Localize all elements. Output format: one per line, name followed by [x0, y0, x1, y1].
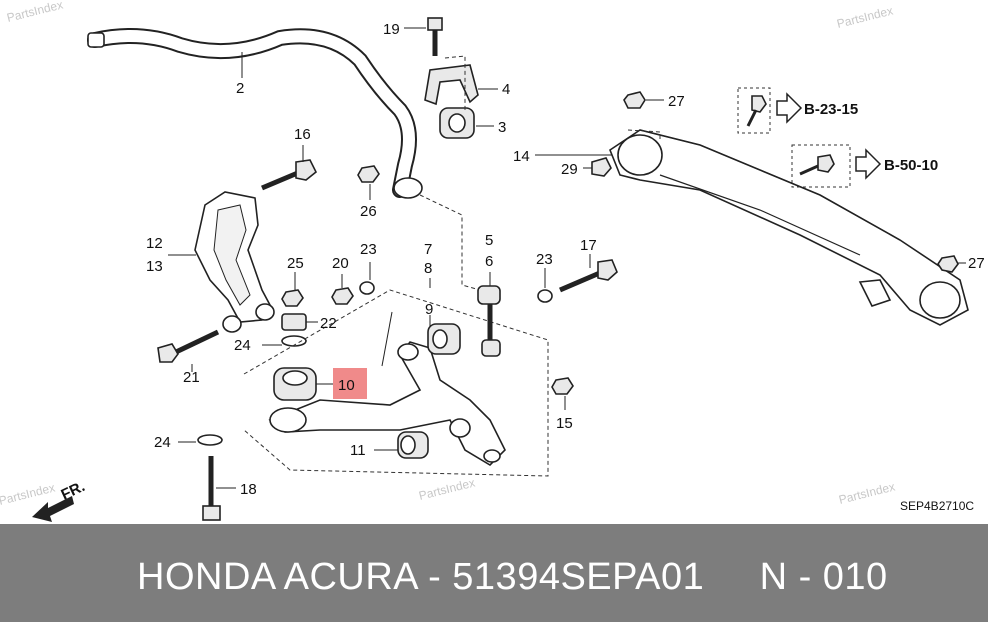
callout-8: 8 [424, 260, 432, 277]
callout-13: 13 [146, 258, 163, 275]
callout-20: 20 [332, 255, 349, 272]
nut-26 [357, 165, 380, 183]
nut-25 [281, 289, 304, 307]
highlight-box-10 [333, 368, 367, 399]
washer-23-left [359, 281, 375, 295]
callout-10: 10 [338, 377, 355, 394]
callout-27-top: 27 [668, 93, 685, 110]
callout-25: 25 [287, 255, 304, 272]
caption-bar [0, 524, 988, 622]
callout-26: 26 [360, 203, 377, 220]
ref-label-b50: B-50-10 [884, 157, 938, 174]
callout-27-right: 27 [968, 255, 985, 272]
watermark-bottom-right: PartsIndex [837, 479, 896, 506]
callout-14: 14 [513, 148, 530, 165]
callout-4: 4 [502, 81, 510, 98]
callout-5: 5 [485, 232, 493, 249]
callout-19: 19 [383, 21, 400, 38]
compliance-bushing-10 [273, 367, 317, 401]
washer-23-right [537, 289, 553, 303]
callout-12: 12 [146, 235, 163, 252]
watermark-top-left: PartsIndex [5, 0, 64, 25]
washer-24-lower [197, 434, 223, 446]
callout-18: 18 [240, 481, 257, 498]
watermark-top-right: PartsIndex [835, 3, 894, 30]
lower-control-arm [268, 341, 506, 467]
exploded-parts-diagram: PartsIndex PartsIndex PartsIndex PartsIn… [0, 0, 985, 522]
nut-27-right [937, 255, 959, 273]
ref-arrow-b23 [737, 87, 803, 134]
callout-3: 3 [498, 119, 506, 136]
callout-6: 6 [485, 253, 493, 270]
callout-16: 16 [294, 126, 311, 143]
ref-label-b23: B-23-15 [804, 101, 858, 118]
callout-21: 21 [183, 369, 200, 386]
lower-arm-group-outline [243, 289, 549, 477]
callout-11: 11 [350, 442, 366, 459]
stabilizer-bushing-3 [439, 107, 475, 139]
front-direction-arrow [32, 496, 74, 522]
front-subframe [609, 129, 969, 326]
diagram-code: SEP4B2710C [900, 499, 974, 513]
callout-24-upper: 24 [234, 337, 251, 354]
callout-2: 2 [236, 80, 244, 97]
steering-knuckle [194, 191, 275, 333]
bolt-21 [157, 329, 220, 363]
callout-17: 17 [580, 237, 597, 254]
bolt-18 [202, 456, 221, 521]
nut-20 [331, 287, 354, 305]
bushing-9 [427, 323, 461, 355]
callout-15: 15 [556, 415, 573, 432]
bushing-holder-4 [424, 64, 479, 106]
callout-24-lower: 24 [154, 434, 171, 451]
stabilizer-bar [87, 28, 423, 199]
nut-15 [551, 377, 574, 395]
front-marker-label: FR. [59, 478, 88, 504]
bushing-11 [397, 431, 429, 459]
callout-9: 9 [425, 301, 433, 318]
callout-7: 7 [424, 241, 432, 258]
clip-29 [591, 157, 612, 177]
nut-27-top [623, 91, 646, 109]
bolt-17 [559, 259, 618, 293]
callout-23-right: 23 [536, 251, 553, 268]
watermark-bottom-center: PartsIndex [417, 475, 476, 502]
callout-23-left: 23 [360, 241, 377, 258]
ref-arrow-b50 [791, 144, 882, 188]
bolt-16 [261, 159, 318, 191]
part-caption: HONDA ACURA - 51394SEPA01 N - 010 [137, 556, 888, 598]
washer-24-upper [281, 335, 307, 347]
callout-29: 29 [561, 161, 578, 178]
callout-22: 22 [320, 315, 337, 332]
nut-22 [281, 313, 307, 331]
stabilizer-link [477, 285, 501, 357]
bolt-19 [427, 17, 443, 56]
